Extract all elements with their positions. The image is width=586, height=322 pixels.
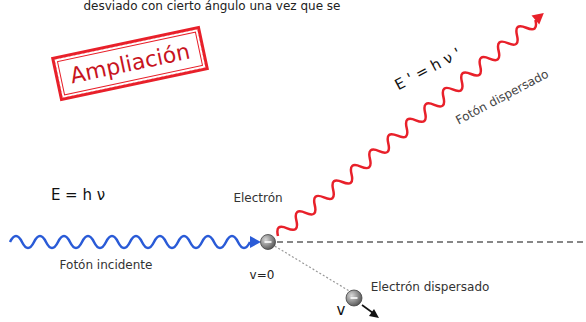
electron-path: [268, 242, 351, 292]
energy-formula: E = h ν: [51, 187, 105, 204]
electron-charge: [265, 241, 272, 243]
caption-fragment: desviado con cierto ángulo una vez que s…: [84, 0, 341, 14]
electron-charge: [351, 297, 358, 299]
velocity-label: v=0: [250, 269, 275, 283]
electron-symbol: [346, 290, 362, 306]
incident-arrowhead: [250, 236, 261, 248]
scattered-wave: [274, 8, 548, 240]
reference-line: [277, 241, 586, 242]
velocity-arrowhead: [369, 309, 379, 318]
scattered-arrowhead: [532, 8, 548, 24]
incident-wave: [10, 236, 250, 248]
photon-label: Fotón incidente: [60, 259, 153, 273]
electron-label: Electrón: [233, 192, 282, 206]
title-box: Ampliación: [51, 25, 209, 101]
photon-label: Fotón dispersado: [453, 68, 550, 129]
electron-label: Electrón dispersado: [371, 281, 490, 295]
velocity-arrow: [362, 305, 373, 313]
energy-formula: E ' = h ν ': [392, 45, 464, 94]
scattered-wave-line: [274, 15, 539, 240]
velocity-label: v: [337, 302, 346, 319]
box-heading: Ampliación: [68, 38, 193, 88]
electron-symbol: [261, 235, 276, 250]
